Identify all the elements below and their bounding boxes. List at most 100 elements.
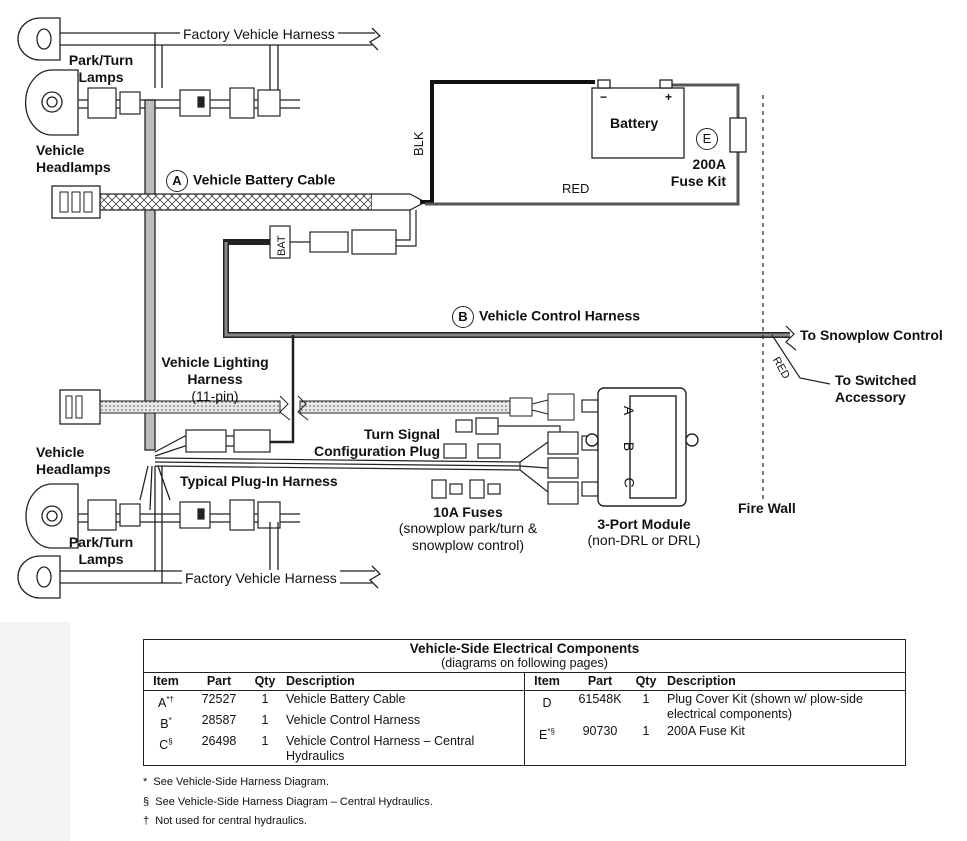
table-col-headers-right: Item Part Qty Description (525, 673, 905, 691)
module-title: 3-Port Module (597, 516, 691, 532)
port-c: C (621, 477, 638, 488)
table-row: E*§ 90730 1 200A Fuse Kit (525, 723, 905, 744)
module-connectors (547, 399, 599, 505)
top-lamp-1 (17, 17, 61, 61)
blk-cable (420, 80, 595, 204)
col-qty: Qty (254, 674, 276, 688)
table-row: B* 28587 1 Vehicle Control Harness (144, 712, 524, 733)
fire-wall-label: Fire Wall (738, 500, 796, 516)
diagram-sheet (0, 0, 967, 622)
row-desc: Vehicle Control Harness – Central Hydrau… (286, 734, 475, 764)
bat-tag: BAT (276, 235, 288, 256)
turn-signal-plug (443, 417, 561, 459)
blk-label: BLK (411, 131, 426, 156)
park-turn-lamps-label-bottom: Park/Turn Lamps (68, 534, 134, 567)
table-title: Vehicle-Side Electrical Components (409, 641, 640, 656)
col-item: Item (534, 674, 560, 688)
plugin-harness-wires (154, 441, 549, 493)
port-a: A (621, 405, 638, 416)
footnote: § See Vehicle-Side Harness Diagram – Cen… (143, 796, 433, 808)
top-lamp-2 (24, 69, 79, 136)
battery-pos: + (665, 90, 673, 104)
col-part: Part (587, 674, 613, 688)
col-qty: Qty (635, 674, 657, 688)
control-harness-text: Vehicle Control Harness (479, 307, 641, 324)
three-port-module (585, 387, 699, 507)
top-connectors (78, 87, 300, 119)
red-switched-wire (771, 334, 831, 385)
footnote: † Not used for central hydraulics. (143, 815, 307, 827)
row-item: B* (160, 716, 172, 732)
control-harness-label: B Vehicle Control Harness (452, 306, 640, 328)
battery-neg: − (600, 90, 608, 104)
row-qty: 1 (261, 692, 269, 706)
col-part: Part (206, 674, 232, 688)
fuses-10a (431, 479, 501, 499)
vehicle-headlamps-label-bottom: Vehicle Headlamps (36, 444, 111, 477)
row-item: D (542, 696, 552, 711)
port-b: B (621, 441, 638, 452)
red-cable (425, 150, 740, 206)
red-cable-top (668, 83, 740, 118)
fuse-kit-label: 200A Fuse Kit (670, 156, 726, 189)
fuses-desc: (snowplow park/turn & snowplow control) (398, 520, 538, 553)
footnote: * See Vehicle-Side Harness Diagram. (143, 776, 329, 788)
battery-cable-text: Vehicle Battery Cable (193, 171, 336, 188)
factory-harness-label-bottom: Factory Vehicle Harness (182, 570, 340, 586)
row-qty: 1 (261, 734, 269, 749)
row-item: E*§ (539, 727, 555, 743)
table-col-headers-left: Item Part Qty Description (144, 673, 524, 691)
bottom-connectors (78, 499, 300, 531)
table-right-half: Item Part Qty Description D 61548K 1 Plu… (525, 673, 905, 765)
bat-branch (269, 210, 417, 259)
lighting-harness-label: Vehicle Lighting Harness (161, 354, 269, 387)
red-label: RED (562, 181, 590, 196)
col-description: Description (667, 674, 736, 688)
table-left-half: Item Part Qty Description A*† 72527 1 Ve… (144, 673, 525, 766)
bottom-lamp-2 (17, 555, 61, 599)
lower-connectors (154, 429, 271, 457)
callout-e-wrap: E (696, 128, 723, 150)
callout-a: A (166, 170, 188, 192)
to-switched-accessory: To Switched Accessory (835, 372, 917, 405)
row-qty: 1 (642, 692, 650, 706)
vehicle-headlamps-label-top: Vehicle Headlamps (36, 142, 111, 175)
pin-count-label: (11-pin) (191, 388, 239, 404)
row-qty: 1 (261, 713, 269, 728)
row-part: 26498 (201, 734, 237, 749)
row-desc: Vehicle Battery Cable (286, 692, 406, 706)
table-subtitle: (diagrams on following pages) (441, 656, 608, 670)
row-item: A*† (158, 695, 174, 711)
table-row: A*† 72527 1 Vehicle Battery Cable (144, 691, 524, 712)
table-row: C§ 26498 1 Vehicle Control Harness – Cen… (144, 733, 524, 765)
battery-cable (51, 185, 427, 219)
col-item: Item (153, 674, 179, 688)
col-description: Description (286, 674, 355, 688)
row-desc: 200A Fuse Kit (667, 724, 745, 738)
wiring-diagram (17, 17, 831, 599)
components-table: Vehicle-Side Electrical Components (diag… (143, 639, 906, 767)
module-desc: (non-DRL or DRL) (587, 532, 701, 548)
table-header: Vehicle-Side Electrical Components (diag… (144, 640, 905, 673)
row-item: C§ (159, 737, 173, 753)
bottom-lamp-1 (25, 483, 79, 549)
table-row: D 61548K 1 Plug Cover Kit (shown w/ plow… (525, 691, 905, 723)
row-desc: Vehicle Control Harness (286, 713, 421, 728)
battery-body (591, 79, 685, 159)
fuses-title: 10A Fuses (433, 504, 503, 520)
callout-b: B (452, 306, 474, 328)
row-part: 61548K (578, 692, 622, 706)
factory-harness-label-top: Factory Vehicle Harness (180, 26, 338, 42)
plugin-harness-label: Typical Plug-In Harness (180, 473, 338, 489)
battery-label: Battery (610, 115, 659, 131)
to-snowplow-control: To Snowplow Control (800, 327, 943, 343)
row-part: 28587 (201, 713, 237, 728)
lighting-trunk (144, 99, 156, 451)
fuse-200a (729, 117, 747, 153)
row-desc: Plug Cover Kit (shown w/ plow-side elect… (667, 692, 863, 721)
turn-signal-plug-label: Turn Signal Configuration Plug (314, 426, 440, 459)
row-qty: 1 (642, 724, 650, 738)
row-part: 90730 (582, 724, 618, 738)
lighting-harness-11pin (59, 389, 575, 425)
callout-e: E (696, 128, 718, 150)
